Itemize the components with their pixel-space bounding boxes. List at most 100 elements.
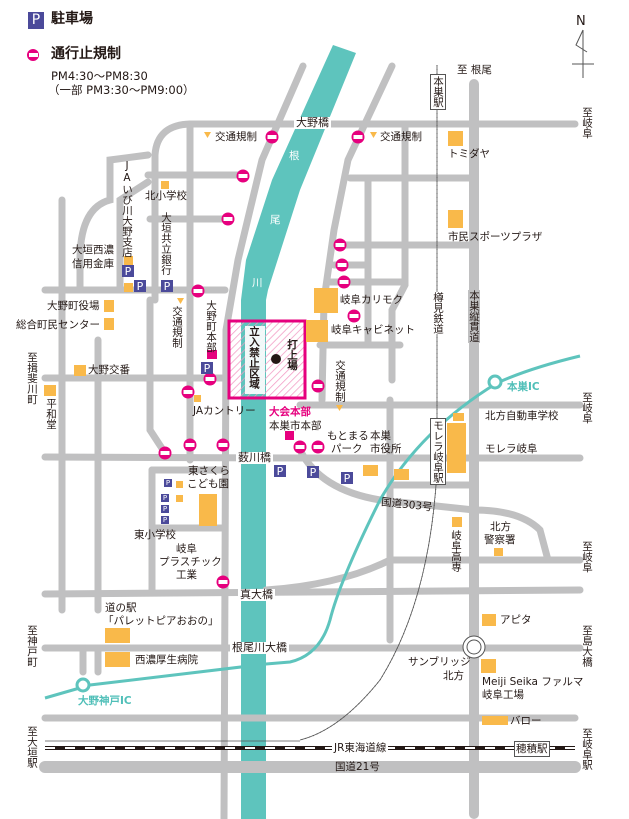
parking-legend-icon: P [28, 12, 44, 29]
label-sunbridge: 北方 [443, 670, 464, 682]
parking-icon: P [307, 466, 319, 479]
label-ogaki-kyoritsu: 大垣共立銀行 [160, 212, 172, 275]
label-community-center: 総合町民センター [16, 319, 100, 331]
tokai-kanjo-expressway [44, 354, 581, 700]
label-apita: アピタ [500, 614, 532, 626]
launch-site-marker [271, 354, 281, 364]
parking-icon: P [161, 494, 169, 502]
label-yabukawa-bridge: 薮川橋 [236, 451, 273, 464]
label-gifu-kosen: 岐阜高専 [450, 530, 462, 572]
svg-text:P: P [125, 265, 132, 278]
road-closure-icon [216, 438, 230, 452]
label-ja-country: JAカントリー [193, 405, 256, 417]
label-ohno-town-office: 大野町役場 [47, 300, 100, 312]
label-gifu-plastic: 岐阜 [176, 543, 197, 555]
label-traffic-reg: 交通規制 [380, 131, 422, 143]
label-traffic-reg: 交通規制 [334, 360, 346, 402]
parking-icon: P [161, 505, 169, 513]
road-closure-icon [265, 130, 279, 144]
parking-icon: P [134, 280, 146, 293]
road-closure-icon [351, 130, 365, 144]
parking-icon: P [161, 280, 173, 293]
label-gifu-plastic: プラスチック [159, 556, 222, 568]
road-closure-icon [311, 440, 325, 454]
road-closure-icon [181, 385, 195, 399]
label-to-gifu: 至岐阜 [581, 107, 593, 139]
parking-icon: P [161, 516, 169, 524]
label-motosu-hq: 本巣市本部 [269, 420, 322, 432]
road-closure-icon [311, 379, 325, 393]
road-closure-icon [347, 309, 361, 323]
label-no-entry-zone: 立入禁止区域 [248, 326, 260, 389]
facilities [44, 131, 508, 725]
label-ohno-godo-ic: 大野神戸IC [78, 695, 132, 707]
label-tomidaya: トミダヤ [448, 148, 490, 160]
svg-text:P: P [163, 494, 167, 502]
parking-icon: P [341, 472, 353, 485]
label-to-gifu: 至岐阜 [581, 392, 593, 424]
parking-icon: P [122, 265, 134, 278]
svg-text:P: P [204, 362, 211, 375]
label-valor: バロー [510, 715, 542, 727]
svg-text:P: P [164, 280, 171, 293]
road-closure-icon [335, 258, 349, 272]
no-entry-zone [227, 319, 307, 400]
parking-icon: P [274, 465, 286, 478]
svg-text:P: P [137, 280, 144, 293]
svg-text:P: P [166, 479, 170, 487]
road-closure-icon [216, 575, 230, 589]
road-closure-icon [221, 212, 235, 226]
label-ohno-police-box: 大野交番 [88, 364, 130, 376]
road-closure-icons [158, 130, 365, 589]
traffic-regulation-icons [177, 132, 377, 411]
label-motosu-road: 本巣縦貫道 [468, 290, 480, 343]
label-traffic-reg: 交通規制 [171, 306, 183, 348]
road-closure-icon [333, 238, 347, 252]
label-meiji-seika: 岐阜工場 [482, 689, 524, 701]
label-ohno-bridge: 大野橋 [294, 116, 331, 129]
svg-text:P: P [344, 472, 351, 485]
label-river: 根 [289, 150, 300, 162]
label-hozumi-station: 穂積駅 [514, 741, 550, 757]
label-neogawa-bridge: 根尾川大橋 [230, 641, 289, 654]
label-michinoeki: 道の駅 [105, 602, 137, 614]
label-ogaki-seino: 信用金庫 [72, 258, 114, 270]
road-closure-icon [236, 169, 250, 183]
label-higashi-sakura: こども園 [187, 478, 229, 490]
label-sports-plaza: 市民スポーツプラザ [448, 231, 543, 243]
label-motosu-city-hall: 本巣 [370, 430, 391, 442]
label-river: 尾 [270, 214, 281, 226]
label-gifu-cabinet: 岐阜キャビネット [331, 324, 415, 336]
label-morera-station: モレラ岐阜駅 [430, 418, 446, 485]
svg-text:P: P [310, 466, 317, 479]
road-closure-icon [183, 438, 197, 452]
north-arrow-icon [572, 29, 594, 78]
label-heiwado: 平和堂 [45, 398, 57, 430]
label-morera-gifu: モレラ岐阜 [485, 443, 538, 455]
label-kitagata-driving-school: 北方自動車学校 [485, 410, 559, 422]
svg-text:P: P [163, 516, 167, 524]
road-closure-icon [293, 440, 307, 454]
label-higashi-elementary: 東小学校 [134, 529, 176, 541]
label-meiji-seika: Meiji Seika ファルマ [482, 676, 584, 688]
label-to-neo: 至 根尾 [457, 64, 492, 76]
label-motomaru-park: パーク [331, 443, 363, 455]
label-to-gifu: 至岐阜 [581, 541, 593, 573]
label-route21: 国道21号 [335, 761, 380, 773]
motosu-ic-icon [487, 374, 503, 390]
parking-legend-label: 駐車場 [51, 11, 93, 27]
label-to-godo: 至神戸町 [26, 625, 38, 667]
label-kita-elementary: 北小学校 [145, 190, 187, 202]
label-jr-line: JR東海道線 [332, 742, 389, 754]
label-motosu-station: 本巣駅 [430, 74, 446, 110]
label-event-hq: 大会本部 [269, 406, 311, 418]
label-to-shima-bridge: 至島大橋 [581, 625, 593, 667]
label-motomaru-park: もとまる [327, 430, 369, 442]
svg-text:P: P [277, 465, 284, 478]
closure-time: PM4:30〜PM8:30 [51, 69, 148, 83]
label-ja-ibigawa: JAいび川大野支店 [121, 160, 133, 258]
closure-time-partial: （一部 PM3:30〜PM9:00） [48, 83, 195, 97]
north-label: N [576, 14, 586, 29]
label-to-ibigawa: 至揖斐川町 [26, 352, 38, 405]
motosu-hq-marker [285, 431, 294, 440]
